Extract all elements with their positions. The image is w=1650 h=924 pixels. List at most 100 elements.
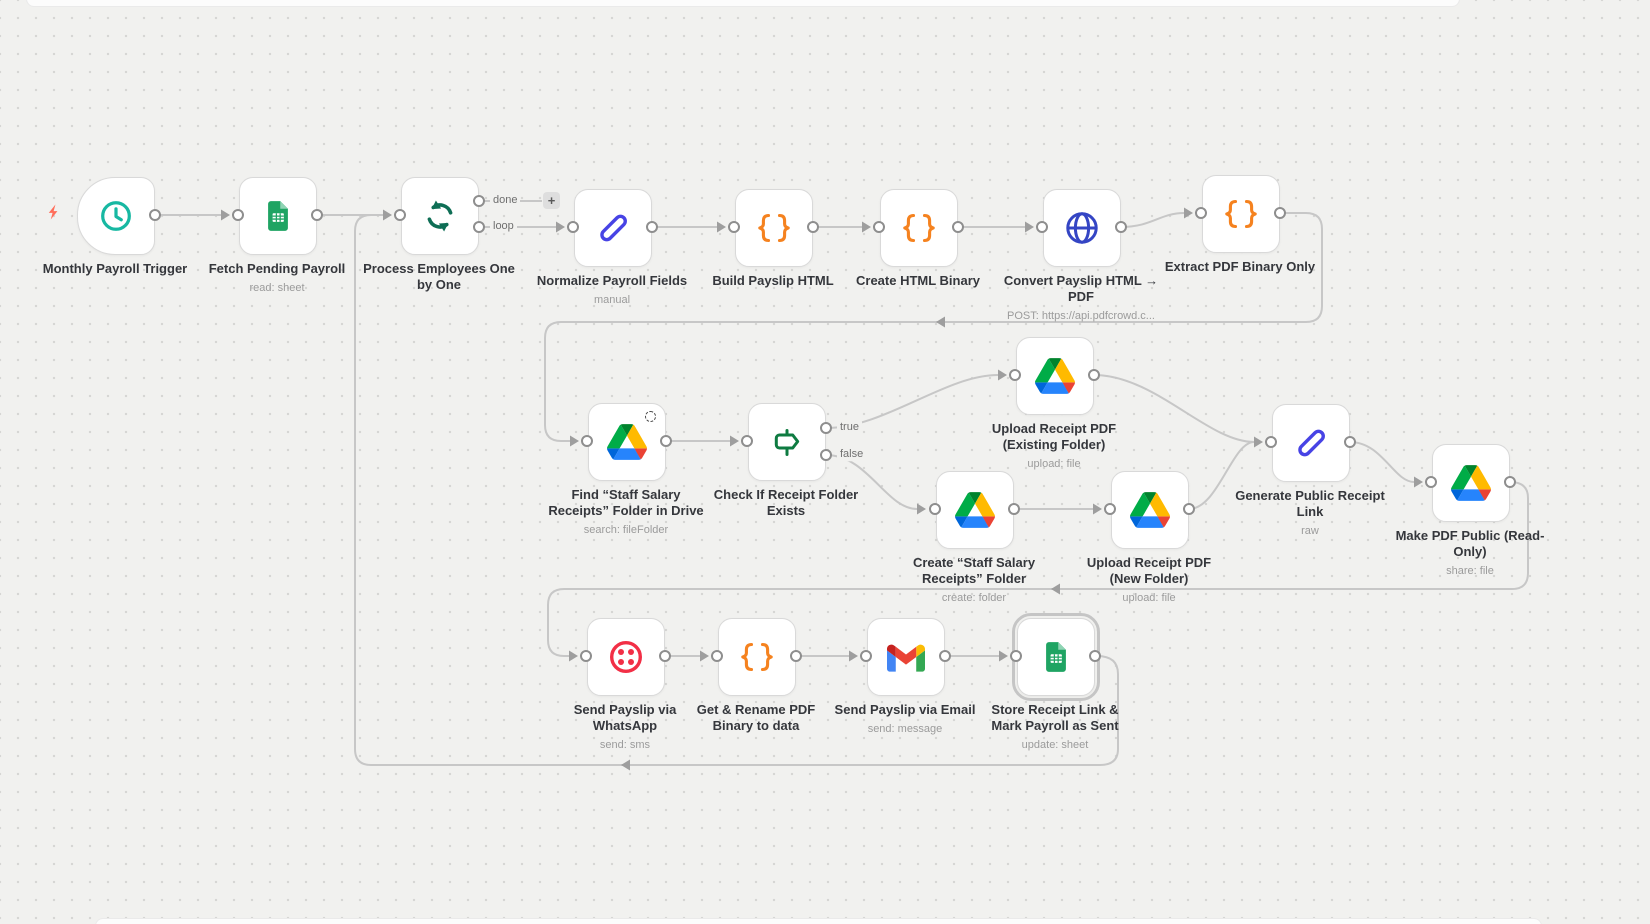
output-port[interactable] — [1274, 207, 1286, 219]
node-label: Upload Receipt PDF(Existing Folder)uploa… — [992, 421, 1116, 472]
input-port[interactable] — [580, 650, 592, 662]
connection-arrowhead — [621, 759, 630, 771]
input-port[interactable] — [711, 650, 723, 662]
node-label-line: Convert Payslip HTML → — [1003, 273, 1159, 288]
connection[interactable] — [825, 374, 999, 429]
add-node-plus-button[interactable]: + — [543, 192, 560, 209]
node-check-if-receipt-folder-exists[interactable] — [748, 403, 826, 481]
output-port[interactable] — [1504, 476, 1516, 488]
node-label-line: Upload Receipt PDF — [1086, 555, 1212, 570]
output-port[interactable] — [1183, 503, 1195, 515]
connection[interactable] — [1188, 441, 1255, 510]
node-store-receipt-link-mark-payroll-sent[interactable] — [1012, 613, 1100, 701]
output-port[interactable] — [646, 221, 658, 233]
output-port[interactable] — [820, 449, 832, 461]
node-build-payslip-html[interactable] — [735, 189, 813, 267]
output-port[interactable] — [659, 650, 671, 662]
input-port[interactable] — [1265, 436, 1277, 448]
output-port[interactable] — [1344, 436, 1356, 448]
input-port[interactable] — [1195, 207, 1207, 219]
connection[interactable] — [354, 214, 1119, 766]
connection[interactable] — [1120, 212, 1185, 228]
node-label-line: Store Receipt Link & — [991, 702, 1119, 717]
input-port[interactable] — [1104, 503, 1116, 515]
node-create-staff-salary-receipts-folder[interactable] — [936, 471, 1014, 549]
node-make-pdf-public-read-only[interactable] — [1432, 444, 1510, 522]
input-port[interactable] — [860, 650, 872, 662]
connection[interactable] — [1093, 374, 1255, 443]
output-port[interactable] — [820, 422, 832, 434]
node-label-line: Receipts” Folder — [921, 571, 1027, 586]
output-port[interactable] — [473, 195, 485, 207]
output-port[interactable] — [311, 209, 323, 221]
node-subtitle: POST: https://api.pdfcrowd.c... — [1007, 310, 1155, 322]
node-label-line: Fetch Pending Payroll — [208, 261, 346, 276]
connection-arrowhead — [1414, 476, 1423, 488]
node-label-line: Build Payslip HTML — [712, 273, 834, 288]
input-port[interactable] — [1425, 476, 1437, 488]
node-label-line: Exists — [766, 503, 806, 518]
output-port[interactable] — [1115, 221, 1127, 233]
output-port[interactable] — [1008, 503, 1020, 515]
output-port[interactable] — [807, 221, 819, 233]
output-port[interactable] — [149, 209, 161, 221]
node-upload-receipt-pdf-existing-folder[interactable] — [1016, 337, 1094, 415]
connection[interactable] — [1349, 441, 1415, 483]
node-label: Create HTML Binary — [856, 273, 980, 289]
connection-arrowhead — [862, 221, 871, 233]
input-port[interactable] — [728, 221, 740, 233]
node-fetch-pending-payroll[interactable] — [239, 177, 317, 255]
node-monthly-payroll-trigger[interactable] — [77, 177, 155, 255]
input-port[interactable] — [232, 209, 244, 221]
input-port[interactable] — [929, 503, 941, 515]
node-upload-receipt-pdf-new-folder[interactable] — [1111, 471, 1189, 549]
connection-arrowhead — [700, 650, 709, 662]
input-port[interactable] — [581, 435, 593, 447]
node-normalize-payroll-fields[interactable] — [574, 189, 652, 267]
google-drive-icon — [1451, 465, 1491, 501]
input-port[interactable] — [741, 435, 753, 447]
node-subtitle: send: sms — [599, 739, 651, 751]
google-drive-icon — [607, 424, 647, 460]
input-port[interactable] — [1010, 650, 1022, 662]
code-braces-icon — [737, 637, 777, 677]
node-process-employees-one-by-one[interactable] — [401, 177, 479, 255]
node-find-staff-salary-receipts-folder[interactable] — [588, 403, 666, 481]
google-sheets-icon — [260, 198, 296, 234]
node-label-line: by One — [416, 277, 462, 292]
output-port[interactable] — [1089, 650, 1101, 662]
connection-arrowhead — [849, 650, 858, 662]
signpost-icon — [767, 422, 807, 462]
node-extract-pdf-binary-only[interactable] — [1202, 175, 1280, 253]
connection[interactable] — [544, 212, 1323, 442]
output-port[interactable] — [939, 650, 951, 662]
output-port[interactable] — [473, 221, 485, 233]
node-label-line: Receipts” Folder in Drive — [548, 503, 704, 518]
input-port[interactable] — [394, 209, 406, 221]
node-subtitle: send: message — [867, 723, 943, 735]
node-convert-payslip-html-to-pdf[interactable] — [1043, 189, 1121, 267]
connection[interactable] — [547, 481, 1529, 657]
google-sheets-icon — [1038, 639, 1074, 675]
node-create-html-binary[interactable] — [880, 189, 958, 267]
input-port[interactable] — [1036, 221, 1048, 233]
output-port[interactable] — [1088, 369, 1100, 381]
output-port[interactable] — [790, 650, 802, 662]
input-port[interactable] — [567, 221, 579, 233]
node-subtitle: share: file — [1446, 565, 1494, 577]
node-subtitle: upload: file — [1122, 592, 1176, 604]
node-label-line: PDF — [1068, 289, 1094, 304]
output-port[interactable] — [660, 435, 672, 447]
output-port[interactable] — [952, 221, 964, 233]
node-send-payslip-via-email[interactable] — [867, 618, 945, 696]
node-get-and-rename-pdf-binary-to-data[interactable] — [718, 618, 796, 696]
input-port[interactable] — [873, 221, 885, 233]
input-port[interactable] — [1009, 369, 1021, 381]
node-generate-public-receipt-link[interactable] — [1272, 404, 1350, 482]
node-send-payslip-via-whatsapp[interactable] — [587, 618, 665, 696]
